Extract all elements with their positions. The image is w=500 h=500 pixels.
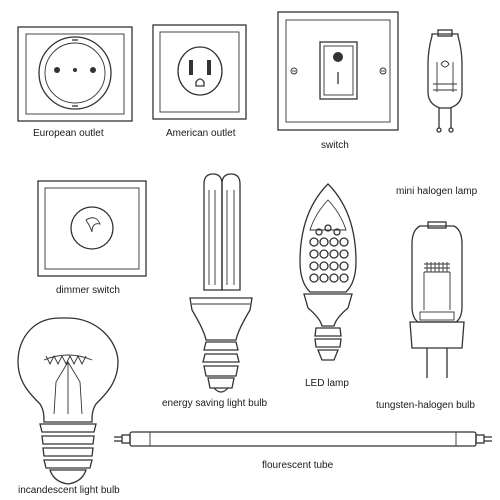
tungsten-halogen-bulb-icon [409, 221, 465, 378]
incandescent-bulb-icon [17, 317, 119, 485]
european-outlet-icon [17, 26, 133, 122]
label-mini-halogen-lamp: mini halogen lamp [396, 186, 478, 197]
label-fluorescent-tube: flourescent tube [262, 460, 334, 471]
energy-saving-bulb-icon [189, 173, 253, 393]
mini-halogen-lamp-icon [427, 29, 463, 133]
label-european-outlet: European outlet [33, 128, 104, 139]
label-led-lamp: LED lamp [305, 378, 349, 389]
label-incandescent-bulb: incandescent light bulb [18, 485, 120, 496]
label-switch: switch [321, 140, 349, 151]
led-lamp-icon [299, 183, 357, 361]
label-american-outlet: American outlet [166, 128, 236, 139]
fluorescent-tube-icon [114, 431, 492, 447]
label-tungsten-halogen-bulb: tungsten-halogen bulb [376, 400, 475, 411]
dimmer-switch-icon [37, 180, 147, 277]
label-energy-saving-bulb: energy saving light bulb [162, 398, 268, 409]
switch-icon [277, 11, 399, 131]
label-dimmer-switch: dimmer switch [56, 285, 120, 296]
american-outlet-icon [152, 24, 247, 120]
